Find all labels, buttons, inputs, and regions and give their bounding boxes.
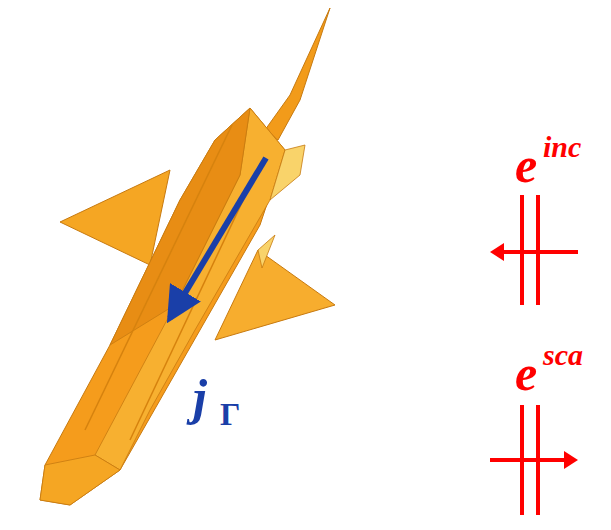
current-subscript: Γ: [220, 398, 240, 430]
scattered-wave-symbol: [490, 405, 566, 515]
field-symbol: e: [515, 348, 537, 398]
current-arrow: [170, 158, 266, 318]
field-superscript: inc: [543, 132, 581, 162]
current-symbol: j: [193, 372, 207, 422]
field-symbol: e: [515, 140, 537, 190]
incident-wave-symbol: [500, 195, 578, 305]
field-superscript: sca: [543, 340, 583, 370]
